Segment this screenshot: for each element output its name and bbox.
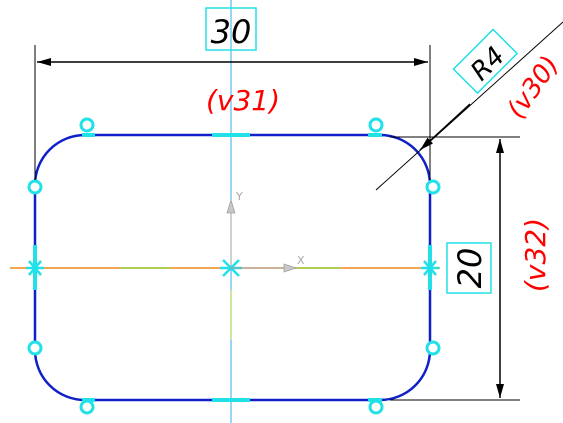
radius-dimension[interactable]: R4 (v30)	[375, 21, 563, 191]
snap-point[interactable]	[79, 117, 95, 133]
snap-point[interactable]	[368, 117, 384, 133]
radius-leader-line	[375, 21, 563, 191]
radius-variable-text: (v30)	[501, 51, 563, 125]
midpoint-star-marker-left[interactable]	[26, 260, 44, 276]
height-variable-text: (v32)	[519, 218, 552, 292]
width-dimension[interactable]: 30 (v31)	[34, 7, 431, 180]
midpoint-star-marker-right[interactable]	[421, 260, 439, 276]
snap-point[interactable]	[425, 340, 441, 356]
width-value-box[interactable]	[205, 7, 257, 51]
snap-point[interactable]	[425, 179, 441, 195]
origin-axes-icon: Y X	[226, 190, 305, 273]
x-axis-label: X	[297, 254, 305, 267]
y-axis-label: Y	[235, 190, 243, 203]
snap-point[interactable]	[27, 179, 43, 195]
height-value-text: 20	[451, 248, 489, 289]
radius-value-box[interactable]	[452, 28, 519, 95]
radius-value-text: R4	[465, 41, 511, 87]
radius-arrow-line	[419, 103, 471, 151]
width-variable-text: (v31)	[206, 84, 280, 117]
width-value-text: 30	[211, 13, 252, 51]
snap-point[interactable]	[27, 340, 43, 356]
snap-point[interactable]	[79, 399, 95, 415]
snap-point-group	[27, 117, 441, 415]
height-value-box[interactable]	[446, 242, 492, 294]
snap-point[interactable]	[368, 399, 384, 415]
height-dimension[interactable]: 20 (v32)	[390, 136, 552, 401]
